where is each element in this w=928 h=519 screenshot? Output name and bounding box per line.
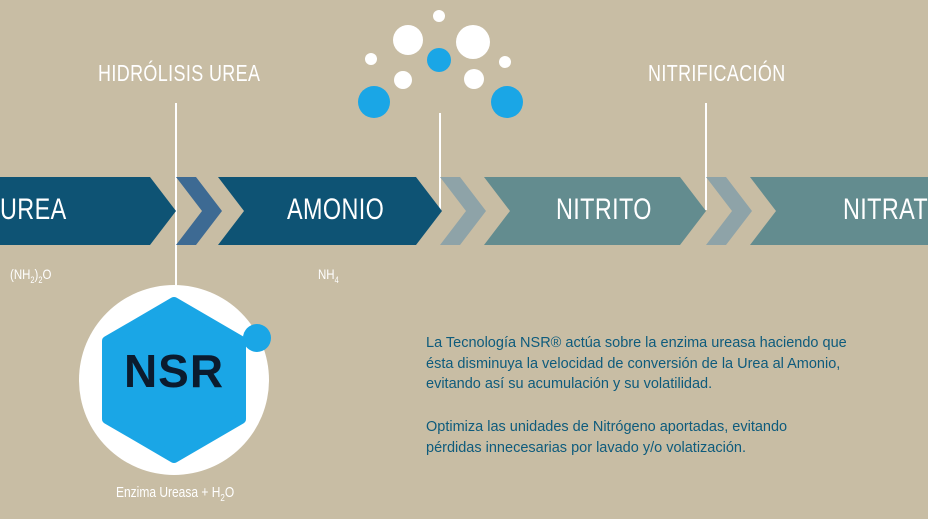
stage-arrow-nitrato — [750, 177, 928, 245]
nitrification-label: NITRIFICACIÓN — [648, 60, 786, 86]
hydrolysis-label: HIDRÓLISIS UREA — [98, 60, 261, 86]
stage-label-nitrato: NITRATO — [843, 193, 928, 226]
stage-arrow-nitrito — [484, 177, 706, 245]
stage-label-amonio: AMONIO — [287, 193, 385, 226]
description-paragraph-2: Optimiza las unidades de Nitrógeno aport… — [426, 419, 788, 456]
stage-arrow-urea — [0, 177, 176, 245]
enzyme-caption: Enzima Ureasa + H2O — [116, 484, 235, 504]
nsr-hexagon — [102, 297, 246, 463]
stage-arrow-amonio — [218, 177, 442, 245]
bubbles-icon — [358, 10, 523, 118]
stage-label-urea: UREA — [0, 193, 67, 226]
chevron-arrow-3 — [706, 177, 752, 245]
formula-urea: (NH2)2O — [10, 266, 52, 285]
nsr-logo-text: NSR — [123, 345, 225, 397]
formula-amonio: NH4 — [318, 266, 339, 285]
nsr-logo — [79, 285, 271, 475]
chevron-arrow-1 — [176, 177, 222, 245]
nsr-accent-dot — [243, 324, 271, 352]
description-paragraph-1: La Tecnología NSR® actúa sobre la enzima… — [426, 335, 847, 392]
stage-label-nitrito: NITRITO — [556, 193, 652, 226]
chevron-arrow-2 — [440, 177, 486, 245]
